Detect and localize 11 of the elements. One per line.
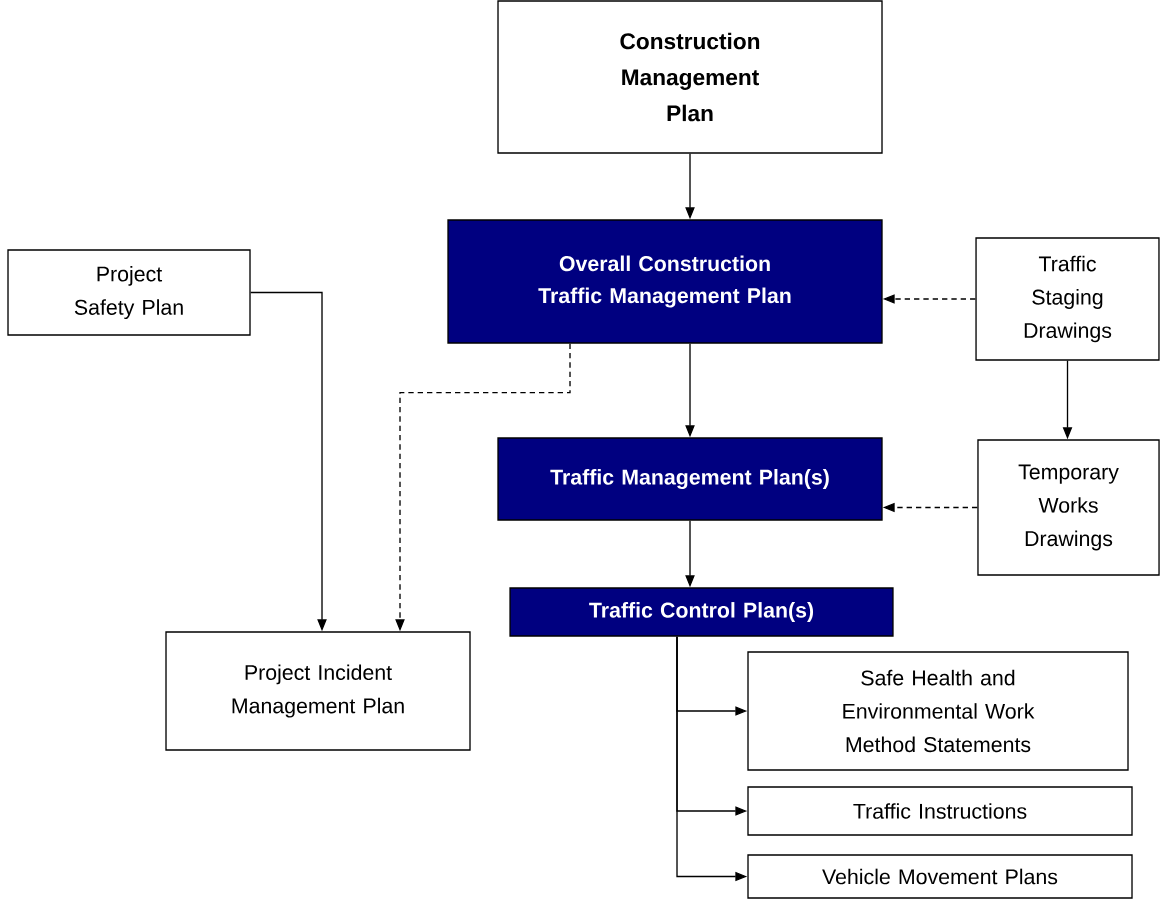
document-box: Project Safety Plan xyxy=(7,249,251,336)
document-box: Traffic Instructions xyxy=(747,786,1133,836)
document-box: Temporary Works Drawings xyxy=(977,439,1160,576)
document-box: Safe Health and Environmental Work Method Statements xyxy=(747,651,1129,771)
plan-box: Overall Construction Traffic Management Plan xyxy=(447,219,883,344)
plan-box: Construction Management Plan xyxy=(497,0,883,154)
plan-box: Traffic Control Plan(s) xyxy=(509,587,894,637)
document-box: Vehicle Movement Plans xyxy=(747,854,1133,899)
document-box: Project Incident Management Plan xyxy=(165,631,471,751)
document-box: Traffic Staging Drawings xyxy=(975,237,1160,361)
plan-box: Traffic Management Plan(s) xyxy=(497,437,883,521)
